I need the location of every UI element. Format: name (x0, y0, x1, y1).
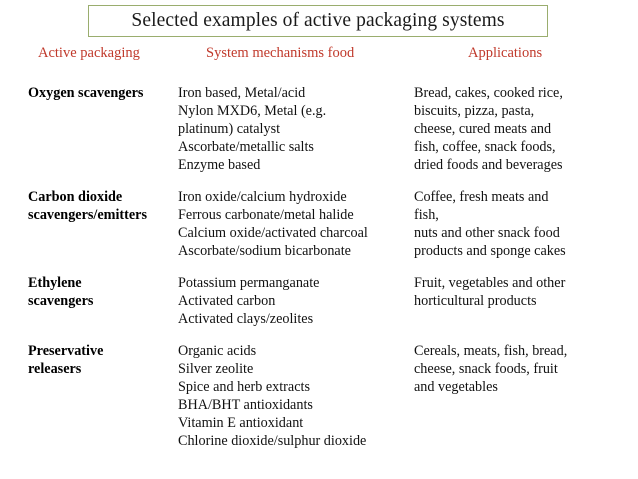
text-line: scavengers (28, 293, 94, 309)
cell-packaging-type: Ethylene scavengers (28, 274, 178, 310)
text-line: dried foods and beverages (414, 157, 563, 173)
text-line: Oxygen scavengers (28, 85, 144, 101)
text-line: horticultural products (414, 293, 537, 309)
table-row: Oxygen scavengers Iron based, Metal/acid… (0, 84, 638, 174)
text-line: Potassium permanganate (178, 275, 320, 291)
text-line: Bread, cakes, cooked rice, (414, 85, 563, 101)
text-line: Ferrous carbonate/metal halide (178, 207, 354, 223)
text-line: BHA/BHT antioxidants (178, 397, 313, 413)
text-line: cheese, snack foods, fruit (414, 361, 558, 377)
table-row: Carbon dioxide scavengers/emitters Iron … (0, 188, 638, 260)
cell-applications: Cereals, meats, fish, bread, cheese, sna… (414, 342, 636, 396)
text-line: platinum) catalyst (178, 121, 281, 137)
text-line: Silver zeolite (178, 361, 254, 377)
text-line: Nylon MXD6, Metal (e.g. (178, 103, 327, 119)
text-line: releasers (28, 361, 82, 377)
cell-packaging-type: Preservative releasers (28, 342, 178, 378)
text-line: Activated carbon (178, 293, 276, 309)
cell-applications: Bread, cakes, cooked rice, biscuits, piz… (414, 84, 636, 174)
text-line: Calcium oxide/activated charcoal (178, 225, 368, 241)
text-line: and vegetables (414, 379, 498, 395)
cell-system-mechanism: Organic acids Silver zeolite Spice and h… (178, 342, 412, 450)
table-row: Preservative releasers Organic acids Sil… (0, 342, 638, 450)
text-line: nuts and other snack food (414, 225, 560, 241)
text-line: Ascorbate/metallic salts (178, 139, 314, 155)
text-line: fish, coffee, snack foods, (414, 139, 556, 155)
text-line: Preservative (28, 343, 104, 359)
page-title: Selected examples of active packaging sy… (131, 10, 505, 32)
cell-system-mechanism: Iron based, Metal/acid Nylon MXD6, Metal… (178, 84, 412, 174)
text-line: Chlorine dioxide/sulphur dioxide (178, 433, 367, 449)
text-line: Fruit, vegetables and other (414, 275, 566, 291)
text-line: Coffee, fresh meats and (414, 189, 549, 205)
text-line: Carbon dioxide (28, 189, 123, 205)
cell-packaging-type: Oxygen scavengers (28, 84, 178, 102)
cell-system-mechanism: Potassium permanganate Activated carbon … (178, 274, 412, 328)
cell-applications: Fruit, vegetables and other horticultura… (414, 274, 636, 310)
cell-packaging-type: Carbon dioxide scavengers/emitters (28, 188, 178, 224)
text-line: Organic acids (178, 343, 257, 359)
text-line: Ascorbate/sodium bicarbonate (178, 243, 351, 259)
text-line: Spice and herb extracts (178, 379, 310, 395)
column-header-applications: Applications (468, 45, 543, 61)
cell-system-mechanism: Iron oxide/calcium hydroxide Ferrous car… (178, 188, 412, 260)
text-line: products and sponge cakes (414, 243, 566, 259)
column-header-row: Active packaging System mechanisms food … (0, 45, 638, 67)
text-line: Iron based, Metal/acid (178, 85, 306, 101)
text-line: Cereals, meats, fish, bread, (414, 343, 568, 359)
text-line: Iron oxide/calcium hydroxide (178, 189, 347, 205)
text-line: Enzyme based (178, 157, 261, 173)
text-line: Ethylene (28, 275, 82, 291)
text-line: Vitamin E antioxidant (178, 415, 304, 431)
text-line: scavengers/emitters (28, 207, 147, 223)
title-box: Selected examples of active packaging sy… (88, 5, 548, 37)
packaging-systems-table: Oxygen scavengers Iron based, Metal/acid… (0, 84, 638, 450)
text-line: Activated clays/zeolites (178, 311, 314, 327)
column-header-active-packaging: Active packaging (38, 45, 140, 61)
column-header-system-mechanisms-food: System mechanisms food (206, 45, 355, 61)
cell-applications: Coffee, fresh meats and fish, nuts and o… (414, 188, 636, 260)
text-line: biscuits, pizza, pasta, (414, 103, 535, 119)
table-row: Ethylene scavengers Potassium permangana… (0, 274, 638, 328)
text-line: cheese, cured meats and (414, 121, 552, 137)
text-line: fish, (414, 207, 439, 223)
